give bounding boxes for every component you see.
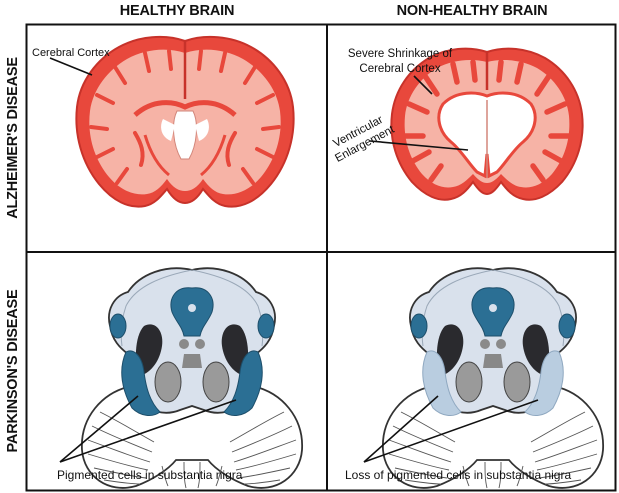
label-pigmented-cells: Pigmented cells in substantia nigra (57, 468, 243, 482)
cerebral-cortex-pointer (50, 58, 92, 75)
label-cerebral-cortex: Cerebral Cortex (32, 47, 110, 59)
healthy-brain-illustration (76, 37, 293, 207)
label-severe-shrinkage-line1: Severe Shrinkage of (348, 48, 453, 60)
label-loss-pigmented-cells: Loss of pigmented cells in substantia ni… (345, 468, 571, 482)
healthy-midbrain-illustration (82, 268, 302, 488)
label-ventricular-enlargement: Ventricular Enlargement (327, 111, 397, 165)
label-severe-shrinkage-line2: Cerebral Cortex (359, 63, 440, 75)
nonhealthy-midbrain-illustration (383, 268, 603, 488)
